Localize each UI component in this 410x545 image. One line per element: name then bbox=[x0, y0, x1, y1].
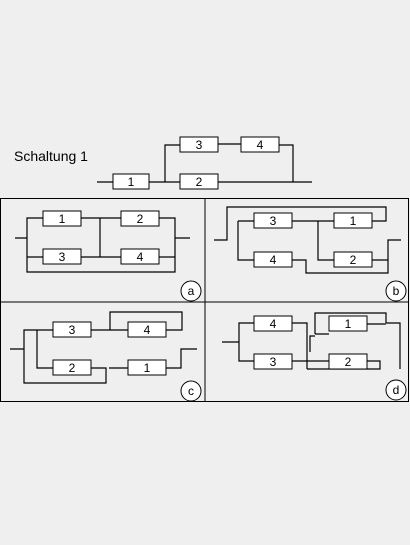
svg-text:1: 1 bbox=[350, 214, 357, 228]
svg-text:2: 2 bbox=[350, 253, 357, 267]
svg-text:4: 4 bbox=[144, 323, 151, 337]
panel-grid bbox=[0, 198, 409, 402]
panel-b-wires bbox=[214, 206, 401, 274]
panel-a-resistor-3: 3 bbox=[42, 248, 82, 265]
main-resistor-2: 2 bbox=[179, 173, 219, 190]
svg-text:d: d bbox=[393, 383, 400, 397]
svg-text:1: 1 bbox=[128, 175, 135, 189]
panel-b: 3 1 4 2 b bbox=[214, 206, 407, 302]
svg-text:3: 3 bbox=[59, 250, 66, 264]
main-resistor-1: 1 bbox=[112, 173, 150, 190]
svg-text:2: 2 bbox=[69, 361, 76, 375]
svg-text:3: 3 bbox=[196, 138, 203, 152]
main-resistor-3: 3 bbox=[179, 136, 219, 153]
diagram-title: Schaltung 1 bbox=[14, 148, 88, 164]
svg-text:4: 4 bbox=[270, 253, 277, 267]
svg-text:4: 4 bbox=[137, 250, 144, 264]
panel-a-label: a bbox=[180, 280, 202, 302]
svg-text:2: 2 bbox=[345, 355, 352, 369]
panel-b-resistor-2: 2 bbox=[333, 251, 373, 268]
panel-b-resistor-1: 1 bbox=[333, 212, 373, 229]
panel-c-wires bbox=[10, 311, 197, 384]
main-resistor-4: 4 bbox=[240, 136, 280, 153]
panel-d: 4 1 3 2 d bbox=[222, 312, 407, 401]
svg-text:2: 2 bbox=[137, 212, 144, 226]
svg-text:2: 2 bbox=[196, 175, 203, 189]
main-circuit-wires-top bbox=[164, 143, 294, 182]
panel-c-resistor-4: 4 bbox=[127, 321, 167, 338]
panel-b-resistor-4: 4 bbox=[253, 251, 293, 268]
svg-text:1: 1 bbox=[59, 212, 66, 226]
panel-c-resistor-1: 1 bbox=[127, 359, 167, 376]
svg-text:3: 3 bbox=[270, 214, 277, 228]
panel-c: 3 4 2 1 c bbox=[10, 311, 202, 402]
panel-a-wires bbox=[15, 217, 190, 273]
svg-text:1: 1 bbox=[345, 317, 352, 331]
svg-text:4: 4 bbox=[257, 138, 264, 152]
panel-d-resistor-4: 4 bbox=[253, 315, 293, 332]
svg-text:4: 4 bbox=[270, 317, 277, 331]
panel-d-label: d bbox=[385, 379, 407, 401]
svg-text:3: 3 bbox=[270, 355, 277, 369]
panel-a-resistor-4: 4 bbox=[120, 248, 160, 265]
panel-a-resistor-2: 2 bbox=[120, 210, 160, 227]
svg-text:1: 1 bbox=[144, 361, 151, 375]
panel-b-label: b bbox=[385, 280, 407, 302]
panel-d-resistor-1: 1 bbox=[328, 315, 368, 332]
panel-a-resistor-1: 1 bbox=[42, 210, 82, 227]
panel-d-resistor-3: 3 bbox=[253, 353, 293, 370]
panel-d-wires bbox=[222, 312, 401, 370]
svg-text:b: b bbox=[393, 284, 400, 298]
main-circuit: 1 2 3 4 bbox=[97, 136, 312, 190]
panel-c-label: c bbox=[180, 380, 202, 402]
panel-c-resistor-3: 3 bbox=[52, 321, 92, 338]
svg-text:3: 3 bbox=[69, 323, 76, 337]
panel-b-resistor-3: 3 bbox=[253, 212, 293, 229]
svg-text:a: a bbox=[188, 284, 195, 298]
svg-text:c: c bbox=[188, 384, 194, 398]
panel-d-resistor-2: 2 bbox=[328, 353, 368, 370]
panel-c-resistor-2: 2 bbox=[52, 359, 92, 376]
panel-a: 1 2 3 4 a bbox=[15, 210, 202, 302]
